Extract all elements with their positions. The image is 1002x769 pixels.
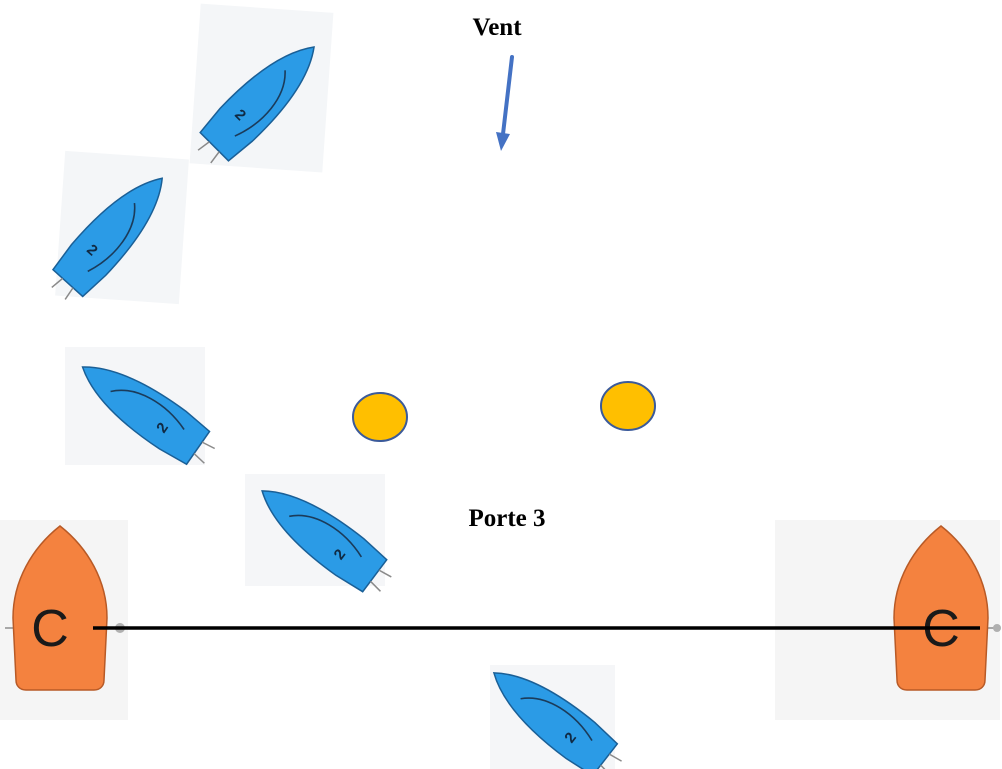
wind-arrow-icon xyxy=(496,55,514,151)
wind-label: Vent xyxy=(472,14,522,41)
image-backgrounds xyxy=(0,3,1000,769)
gate-mark-left xyxy=(352,392,408,442)
committee-boat-left: C xyxy=(5,525,125,691)
svg-text:C: C xyxy=(31,600,69,658)
gate-mark-right xyxy=(600,381,656,431)
gate-label: Porte 3 xyxy=(468,505,545,532)
